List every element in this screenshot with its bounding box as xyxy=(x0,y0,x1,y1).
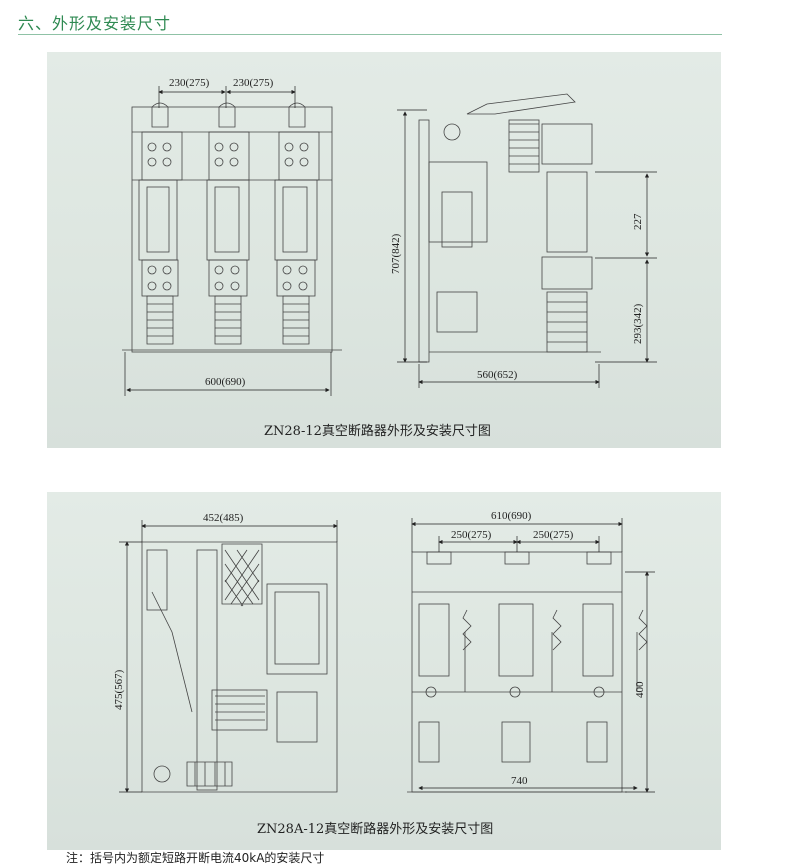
zn28a-front-pitch-left-label: 250(275) xyxy=(451,529,492,541)
side-lower-label: 293(342) xyxy=(632,303,644,344)
zn28a-front-pitch-right-label: 250(275) xyxy=(533,529,574,541)
side-upper-label: 227 xyxy=(632,213,644,230)
zn28a-front-view xyxy=(407,551,648,793)
figure1-caption: ZN28-12真空断路器外形及安装尺寸图 xyxy=(264,424,491,439)
figure-zn28-panel: 230(275) 230(275) 600(690) 707(842) 227 … xyxy=(47,52,721,448)
zn28a-side-view xyxy=(141,541,338,793)
front-pitch-right-label: 230(275) xyxy=(233,77,274,89)
zn28a-front-height-label: 400 xyxy=(634,681,646,698)
pole-3 xyxy=(274,102,320,345)
front-width-label: 600(690) xyxy=(205,376,246,388)
figure-zn28a-panel: 452(485) 475(567) 610(690) 250(275) 250(… xyxy=(47,492,721,850)
front-view-frame xyxy=(131,106,333,353)
section-title: 六、外形及安装尺寸 xyxy=(18,14,172,33)
pole-1 xyxy=(138,102,183,345)
footnote: 注：括号内为额定短路开断电流40kA的安装尺寸 xyxy=(66,851,325,865)
front-pitch-left-label: 230(275) xyxy=(169,77,210,89)
side-depth-label: 560(652) xyxy=(477,369,518,381)
zn28a-side-height-label: 475(567) xyxy=(113,669,125,710)
side-view-body xyxy=(418,93,601,363)
side-height-label: 707(842) xyxy=(390,233,402,274)
zn28a-side-depth-label: 452(485) xyxy=(203,512,244,524)
figure2-caption: ZN28A-12真空断路器外形及安装尺寸图 xyxy=(257,822,494,837)
zn28a-drawing: 452(485) 475(567) 610(690) 250(275) 250(… xyxy=(113,510,655,793)
zn28a-front-width-label: 610(690) xyxy=(491,510,532,522)
pole-2 xyxy=(206,102,250,345)
title-divider xyxy=(18,34,722,35)
zn28-drawing: 230(275) 230(275) 600(690) 707(842) 227 … xyxy=(122,77,657,396)
zn28a-front-base-label: 740 xyxy=(511,775,528,787)
